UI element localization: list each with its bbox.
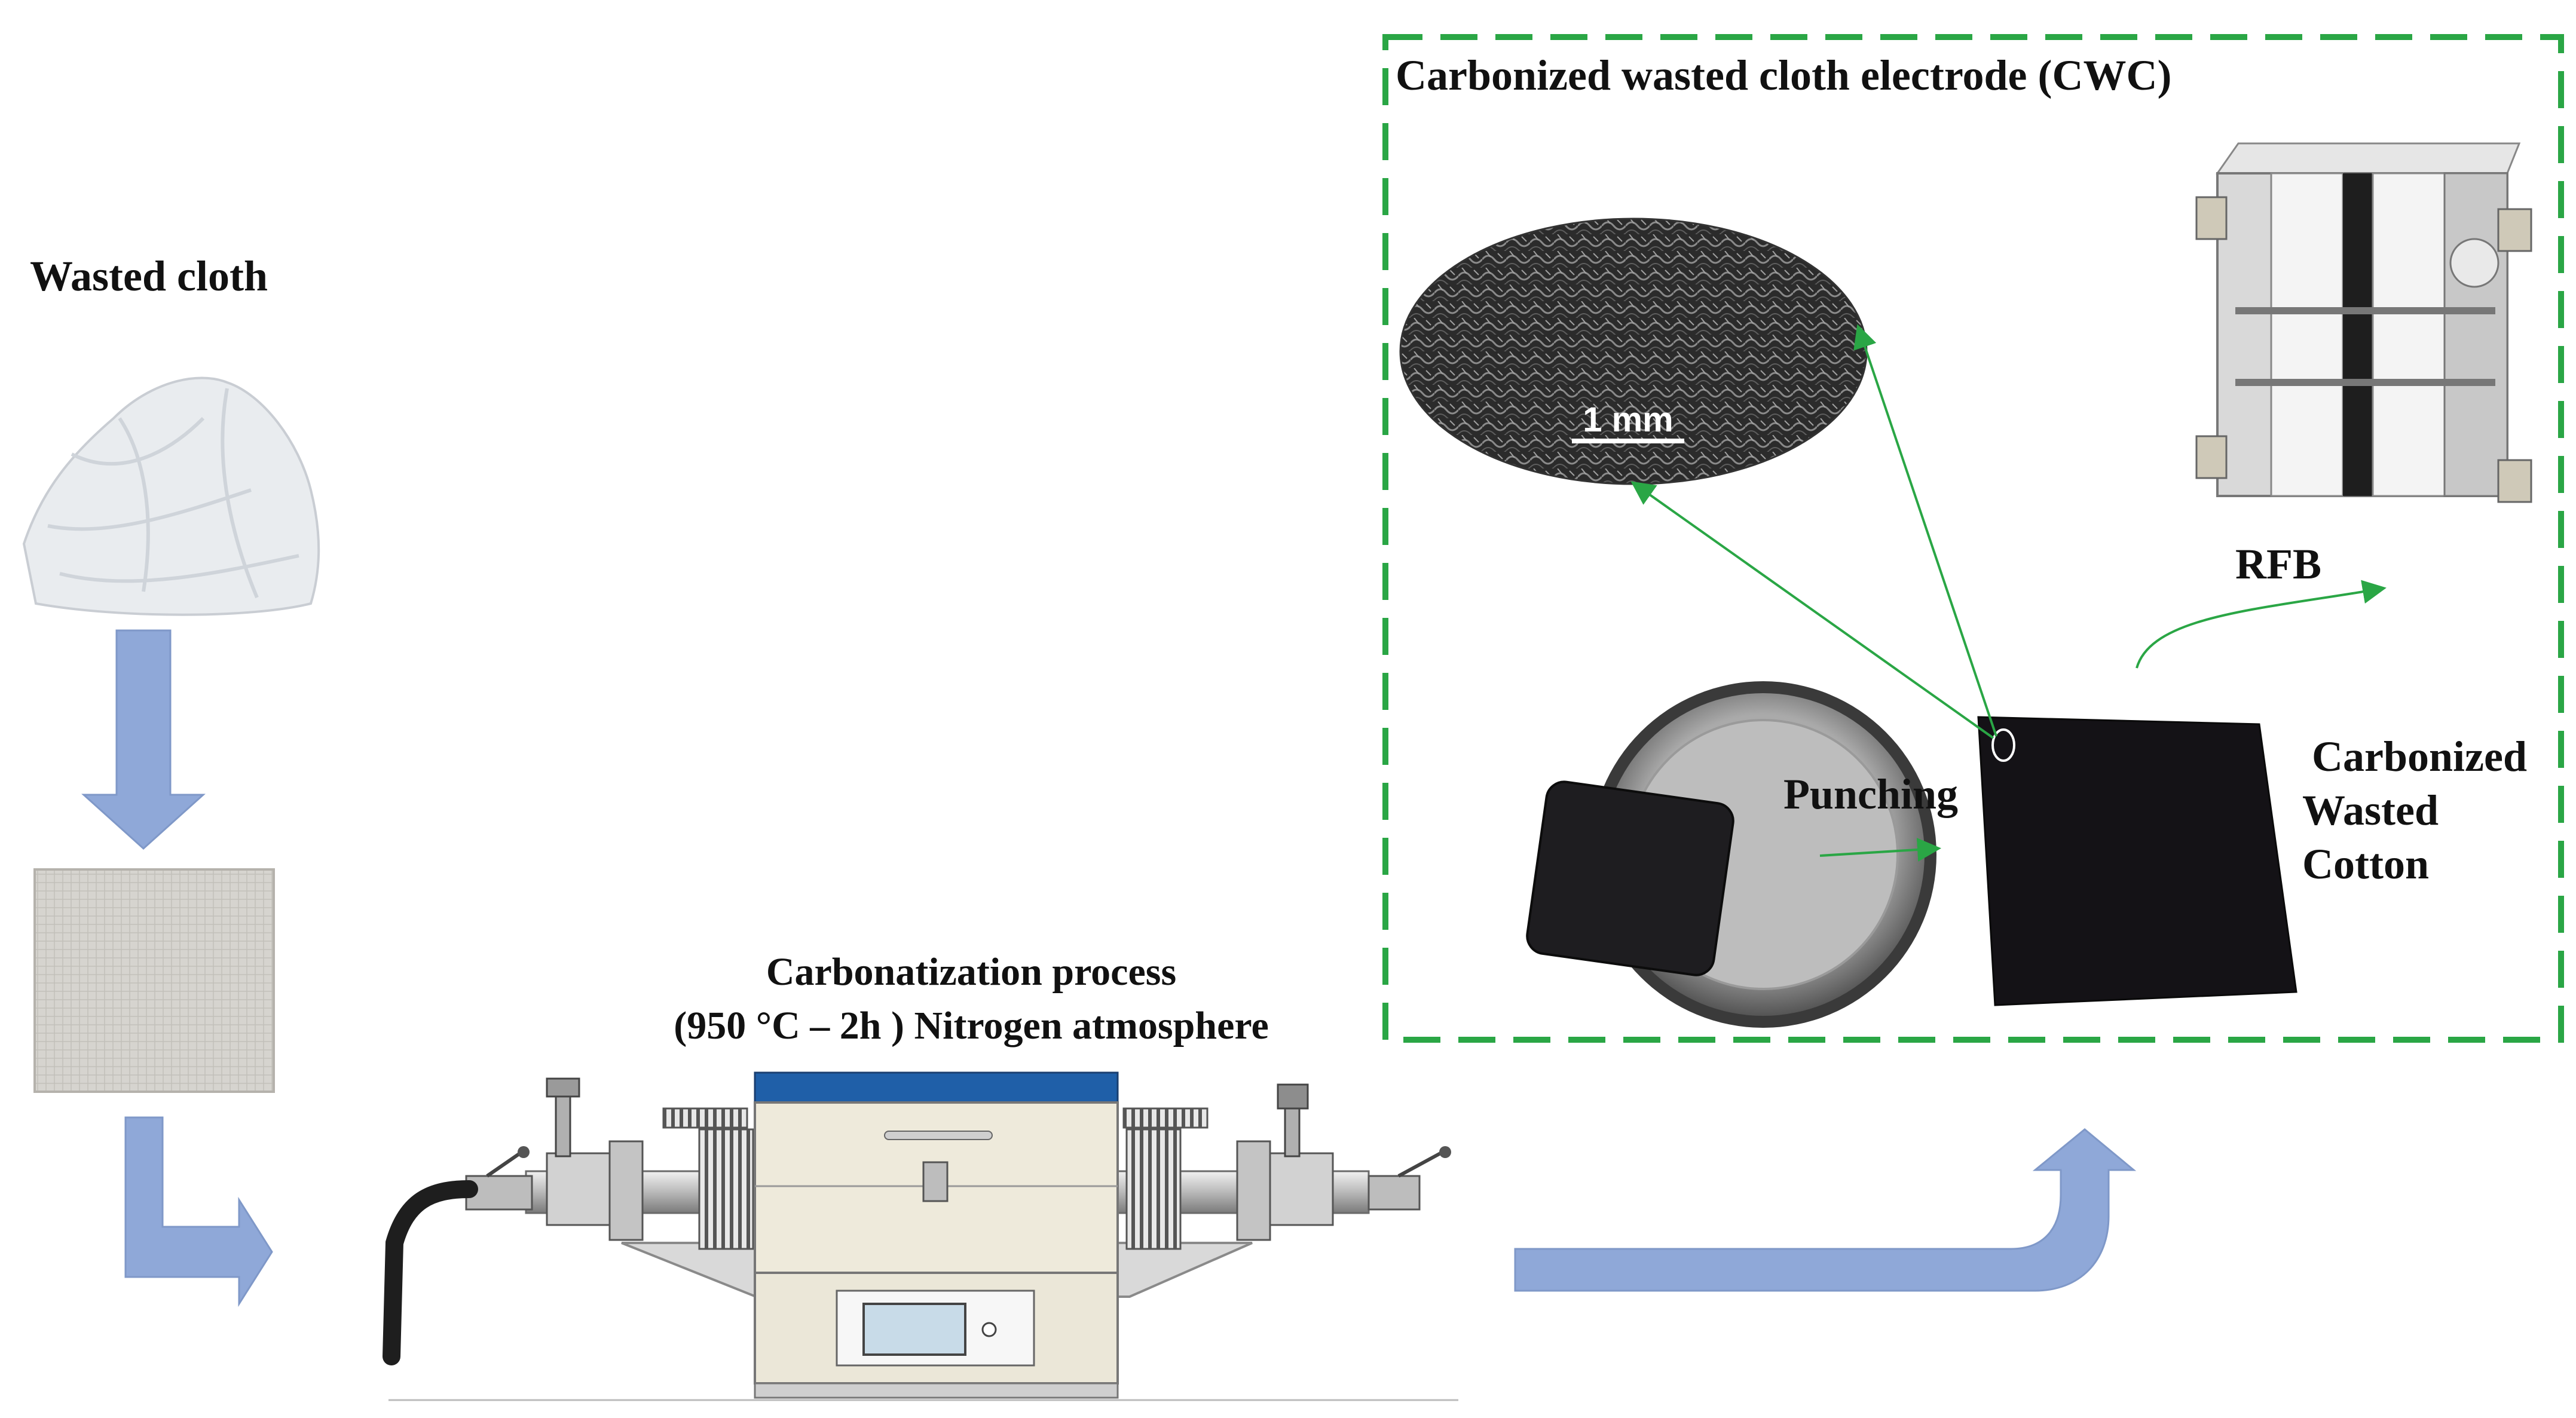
wasted-cloth-pile-image <box>22 376 320 616</box>
carbonized-cloth-image <box>1977 716 2297 1006</box>
arrow-punching <box>1819 838 1941 862</box>
tube-furnace-image <box>383 1071 1458 1401</box>
label-carbonized-line1: Carbonized <box>2312 733 2527 780</box>
label-cwc-title: Carbonized wasted cloth electrode (CWC) <box>1396 51 2171 99</box>
green-arrows <box>1630 324 2387 862</box>
label-carbonized-line2: Wasted <box>2302 786 2439 834</box>
label-punching: Punching <box>1783 770 1958 818</box>
flow-arrow-to-cwc <box>1514 1128 2137 1292</box>
coin-cell-image <box>1526 681 1936 1028</box>
label-process-title: Carbonatization process <box>766 950 1176 994</box>
arrow-to-rfb <box>2136 580 2387 669</box>
arrow-to-sem-left <box>1630 481 1994 739</box>
label-wasted-cloth: Wasted cloth <box>30 252 268 300</box>
folded-cloth-image <box>33 868 275 1093</box>
arrow-to-sem-right <box>1853 324 1997 737</box>
flow-arrow-bent-right <box>124 1116 273 1307</box>
rfb-cell-image <box>2195 142 2532 503</box>
label-rfb: RFB <box>2235 540 2321 588</box>
label-process-conditions: (950 °C – 2h ) Nitrogen atmosphere <box>674 1004 1269 1048</box>
scale-bar-label: 1 mm <box>1583 400 1674 439</box>
sample-region-marker <box>1991 728 2015 762</box>
cwc-dashed-border <box>1382 34 2564 1043</box>
label-carbonized-line3: Cotton <box>2302 840 2429 888</box>
sem-micrograph-image: 1 mm <box>1399 218 1868 485</box>
flow-arrow-down <box>81 629 206 850</box>
